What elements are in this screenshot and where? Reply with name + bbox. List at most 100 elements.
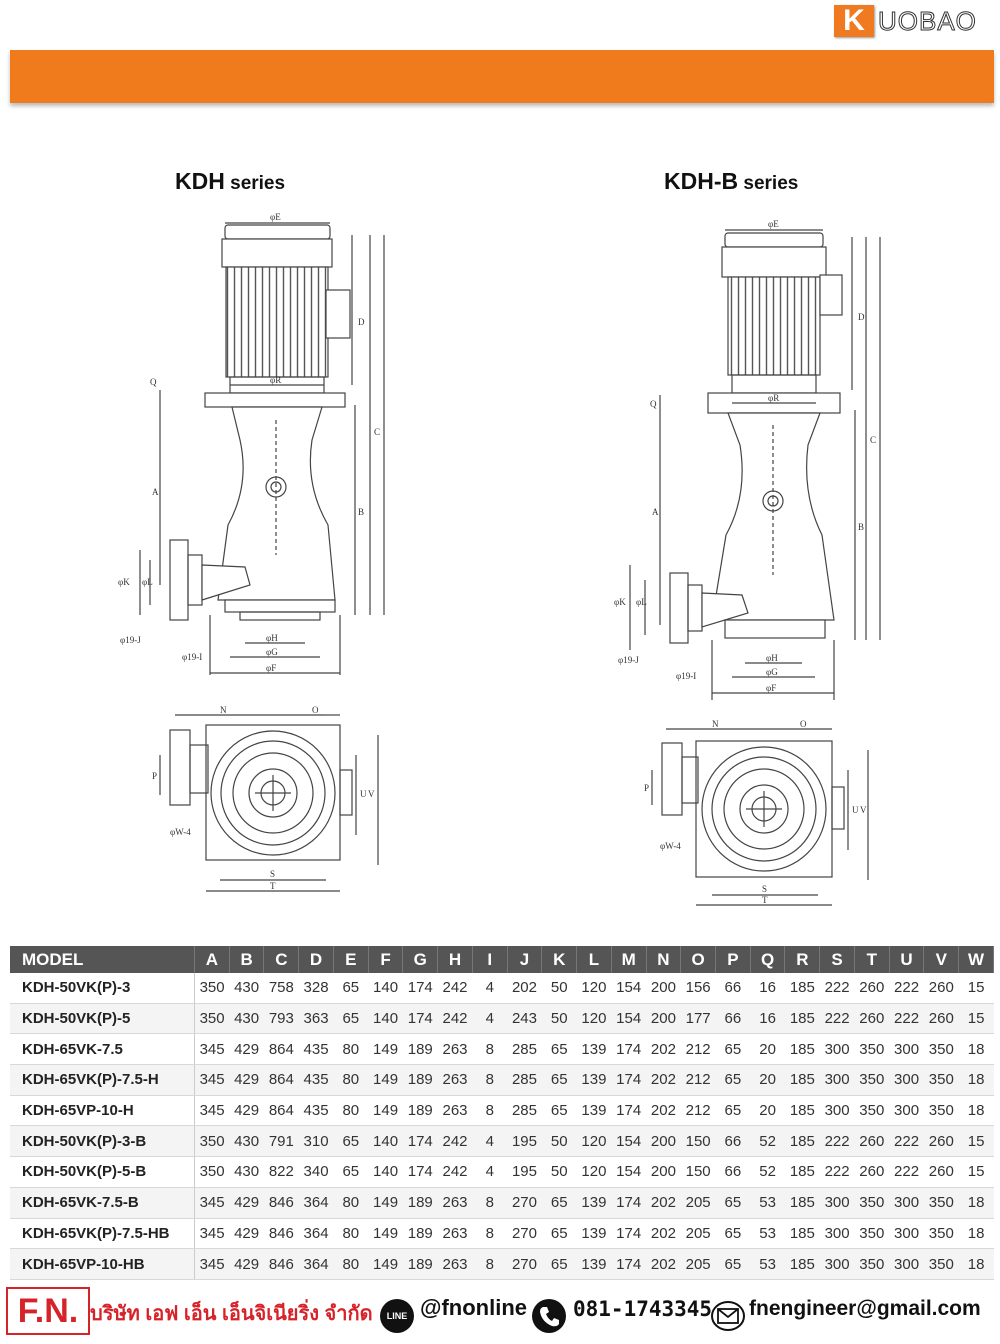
value-cell: 242 (437, 1003, 473, 1035)
value-cell: 149 (368, 1218, 403, 1250)
col-header-f: F (368, 946, 404, 973)
value-cell: 156 (680, 973, 716, 1004)
col-header-w: W (958, 946, 994, 973)
footer: F.N. บริษัท เอฟ เอ็น เอ็นจิเนียริ่ง จำกั… (0, 1283, 1000, 1344)
value-cell: 429 (229, 1187, 264, 1219)
value-cell: 260 (854, 973, 890, 1004)
col-header-i: I (472, 946, 508, 973)
value-cell: 139 (576, 1248, 612, 1280)
col-header-m: M (611, 946, 647, 973)
value-cell: 120 (576, 973, 612, 1004)
kdh-front-labels: φE φR Q D C B A φK φL φ19-J φ19-I φH φG … (118, 212, 380, 673)
value-cell: 200 (646, 1125, 681, 1158)
lbl-b-q: Q (650, 399, 657, 409)
kuobao-logo: K UOBAO (834, 4, 984, 38)
value-cell: 205 (680, 1218, 716, 1250)
lbl-b-d: D (858, 312, 865, 322)
value-cell: 140 (368, 973, 403, 1004)
value-cell: 149 (368, 1095, 403, 1127)
value-cell: 65 (333, 973, 369, 1004)
value-cell: 350 (923, 1218, 959, 1250)
value-cell: 174 (611, 1248, 647, 1280)
value-cell: 260 (923, 1003, 959, 1035)
value-cell: 120 (576, 1156, 612, 1188)
line-icon: LINE (380, 1299, 414, 1333)
lbl-q: Q (150, 377, 157, 387)
value-cell: 300 (889, 1187, 924, 1219)
value-cell: 65 (715, 1218, 751, 1250)
value-cell: 139 (576, 1187, 612, 1219)
value-cell: 285 (507, 1064, 542, 1096)
value-cell: 18 (958, 1218, 994, 1250)
kdh-b-front-labels: φE φR Q D C B A φK φL φ19-J φ19-I φH φG … (614, 219, 876, 693)
value-cell: 263 (437, 1187, 473, 1219)
value-cell: 846 (263, 1248, 299, 1280)
value-cell: 263 (437, 1095, 473, 1127)
value-cell: 65 (715, 1033, 751, 1066)
value-cell: 429 (229, 1095, 264, 1127)
value-cell: 864 (263, 1064, 299, 1096)
value-cell: 80 (333, 1033, 369, 1066)
value-cell: 350 (923, 1248, 959, 1280)
col-header-o: O (680, 946, 717, 973)
value-cell: 52 (750, 1125, 785, 1158)
value-cell: 174 (611, 1218, 647, 1250)
line-id[interactable]: @fnonline (420, 1295, 527, 1320)
value-cell: 350 (854, 1033, 890, 1066)
model-cell: KDH-65VP-10-H (10, 1095, 195, 1127)
value-cell: 222 (889, 973, 924, 1004)
value-cell: 139 (576, 1095, 612, 1127)
value-cell: 260 (923, 973, 959, 1004)
value-cell: 260 (854, 1125, 890, 1158)
value-cell: 202 (646, 1187, 681, 1219)
lbl-v: V (368, 789, 375, 799)
value-cell: 20 (750, 1095, 785, 1127)
col-header-b: B (229, 946, 265, 973)
value-cell: 212 (680, 1033, 716, 1066)
value-cell: 200 (646, 1156, 681, 1188)
value-cell: 66 (715, 1125, 751, 1158)
value-cell: 189 (402, 1095, 438, 1127)
value-cell: 300 (819, 1095, 855, 1127)
lbl-hole-w: φW-4 (170, 827, 191, 837)
value-cell: 189 (402, 1187, 438, 1219)
email-address[interactable]: fnengineer@gmail.com (749, 1297, 981, 1320)
value-cell: 16 (750, 1003, 785, 1035)
value-cell: 435 (298, 1033, 334, 1066)
kdh-b-series-title: KDH-B series (664, 168, 798, 195)
lbl-phi-g: φG (266, 647, 278, 657)
value-cell: 363 (298, 1003, 334, 1035)
lbl-p: P (152, 771, 157, 781)
kdh-b-plan-view (651, 728, 869, 906)
value-cell: 149 (368, 1033, 403, 1066)
value-cell: 8 (472, 1218, 508, 1250)
lbl-b-s: S (762, 884, 767, 894)
value-cell: 300 (889, 1095, 924, 1127)
lbl-n: N (220, 705, 227, 715)
lbl-phi-r: φR (270, 375, 281, 385)
kdh-b-title-bold: KDH-B (664, 168, 739, 194)
value-cell: 174 (611, 1064, 647, 1096)
mail-icon (711, 1301, 745, 1331)
lbl-b-phi-k: φK (614, 597, 626, 607)
model-cell: KDH-65VK-7.5-B (10, 1187, 195, 1219)
value-cell: 202 (646, 1064, 681, 1096)
col-header-l: L (576, 946, 612, 973)
value-cell: 222 (819, 1003, 855, 1035)
value-cell: 50 (541, 1156, 577, 1188)
value-cell: 66 (715, 1156, 751, 1188)
value-cell: 80 (333, 1218, 369, 1250)
lbl-b-phi-h: φH (766, 653, 778, 663)
phone-number[interactable]: 081-1743345 (573, 1297, 713, 1321)
value-cell: 791 (263, 1125, 299, 1158)
value-cell: 429 (229, 1248, 264, 1280)
value-cell: 139 (576, 1033, 612, 1066)
value-cell: 222 (889, 1125, 924, 1158)
value-cell: 185 (784, 1003, 820, 1035)
technical-drawings: φE φR Q D C B A φK φL φ19-J φ19-I φH φG … (118, 212, 881, 906)
